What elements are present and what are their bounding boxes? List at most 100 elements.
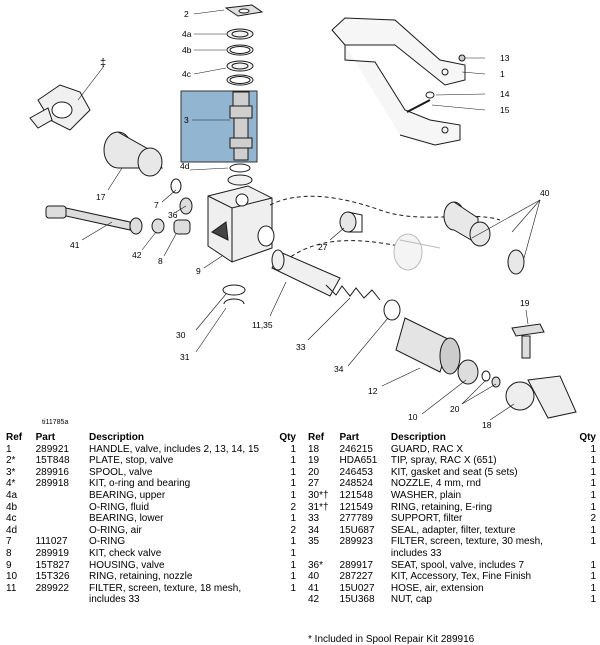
header-ref: Ref	[6, 432, 23, 443]
callout-4d: 4d	[180, 161, 190, 171]
cell-part: 15U027	[339, 582, 375, 594]
cell-description: BEARING, upper	[89, 489, 166, 501]
spool-icon	[229, 91, 253, 161]
cell-ref: 18	[308, 443, 320, 455]
callout-15: 15	[500, 105, 510, 115]
cell-description: FILTER, screen, texture, 18 mesh, includ…	[89, 582, 242, 606]
cell-ref: 4c	[6, 513, 17, 525]
cell-description: HANDLE, valve, includes 2, 13, 14, 15	[89, 443, 260, 455]
figure-id: ti11785a	[42, 419, 68, 426]
guard-icon	[505, 375, 577, 419]
cell-description: FILTER, screen, texture, 30 mesh, includ…	[390, 536, 543, 559]
callout-17: 17	[96, 192, 106, 202]
cell-qty: 1	[590, 524, 596, 536]
cell-qty: 1	[290, 478, 296, 490]
cell-qty: 1	[290, 489, 296, 501]
callout-1: 1	[500, 69, 505, 79]
cell-description: O-RING, fluid	[89, 501, 150, 513]
cell-ref: 3*	[6, 466, 16, 478]
guard-icon	[29, 84, 91, 131]
valve-handle-icon	[331, 17, 466, 146]
cell-qty: 1	[590, 478, 596, 490]
cell-description: RING, retaining, E-ring	[390, 501, 493, 513]
filter-icon	[271, 249, 341, 297]
spray-tip-icon	[511, 323, 545, 359]
cell-ref: 33	[308, 513, 320, 525]
o-ring-icon	[226, 44, 254, 56]
cell-description: TIP, spray, RAC X (651)	[390, 455, 497, 467]
seal-icon	[383, 299, 401, 321]
cell-ref: 31*†	[308, 501, 329, 513]
cell-qty: 1	[590, 501, 596, 513]
cell-ref: 8	[6, 547, 12, 559]
cell-ref: 11	[6, 582, 17, 594]
housing-icon	[207, 185, 275, 263]
cell-part: 289918	[35, 478, 69, 490]
cell-ref: 27	[308, 478, 320, 490]
footnote: * Included in Spool Repair Kit 289916	[308, 634, 475, 645]
header-description: Description	[89, 432, 145, 443]
cell-qty: 2	[290, 501, 296, 513]
cell-description: SUPPORT, filter	[390, 513, 463, 525]
cell-qty: 2	[590, 513, 596, 525]
cell-description: KIT, gasket and seat (5 sets)	[390, 466, 518, 478]
callout-4b: 4b	[182, 45, 192, 55]
callout-7: 7	[154, 200, 159, 210]
cell-ref: 4d	[6, 524, 18, 536]
cell-description: WASHER, plain	[390, 489, 462, 501]
callout-36: 36	[168, 210, 178, 220]
cell-qty: 2	[290, 524, 296, 536]
cell-qty: 1	[290, 455, 296, 467]
accessory-kit-icon	[443, 201, 525, 275]
callout-9: 9	[196, 266, 201, 276]
callout-30: 30	[176, 330, 186, 340]
callout-19: 19	[520, 298, 530, 308]
cell-qty: 1	[590, 559, 596, 571]
header-description: Description	[390, 432, 446, 443]
stop-plate-icon	[224, 4, 264, 17]
cell-ref: 34	[308, 524, 320, 536]
cell-part: 15T827	[35, 559, 70, 571]
header-qty: Qty	[279, 432, 296, 443]
cell-description: GUARD, RAC X	[390, 443, 464, 455]
header-ref: Ref	[308, 432, 325, 443]
cell-ref: 42	[308, 594, 320, 606]
cell-description: SPOOL, valve	[89, 466, 153, 478]
cell-ref: 19	[308, 455, 320, 467]
cell-ref: 2*	[6, 455, 16, 467]
cell-ref: 7	[6, 536, 12, 548]
cell-description: HOSE, air, extension	[390, 582, 484, 594]
callout-33: 33	[296, 342, 306, 352]
cell-description: KIT, Accessory, Tex, Fine Finish	[390, 571, 532, 583]
callout-11-35: 11,35	[252, 320, 273, 330]
cell-part: 121548	[339, 489, 373, 501]
cell-part: 289921	[35, 443, 69, 455]
callout-14: 14	[500, 89, 510, 99]
cell-qty: 1	[590, 582, 596, 594]
cell-qty: 1	[290, 582, 296, 594]
cell-description: RING, retaining, nozzle	[89, 571, 193, 583]
exploded-parts-diagram: 2 4a 4b 4c 3 4d 13 1 14 15 17 7 36 41 42…	[29, 4, 577, 430]
cell-part: 289919	[35, 547, 69, 559]
cell-ref: 10	[6, 571, 18, 583]
header-part: Part	[339, 432, 359, 443]
cell-qty: 1	[590, 443, 596, 455]
cell-part: 289923	[339, 536, 373, 548]
